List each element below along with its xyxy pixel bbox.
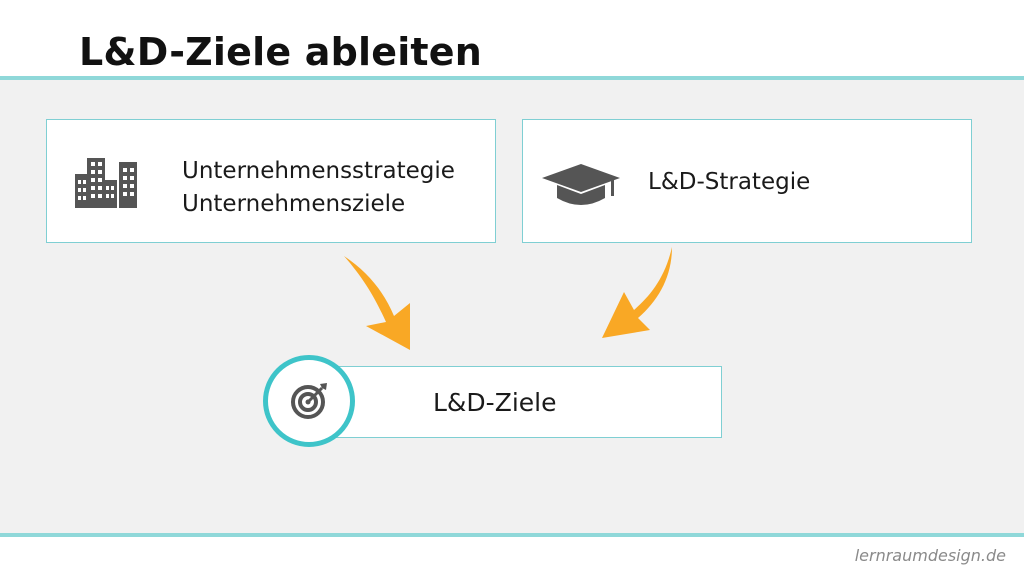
company-strategy-box: Unternehmensstrategie Unternehmensziele xyxy=(46,119,496,243)
ld-goals-label: L&D-Ziele xyxy=(433,388,557,417)
company-strategy-text: Unternehmensstrategie Unternehmensziele xyxy=(182,155,455,221)
ld-goals-box: L&D-Ziele xyxy=(318,366,722,438)
company-goals-label: Unternehmensziele xyxy=(182,191,406,217)
target-badge xyxy=(263,355,355,447)
footer-brand: lernraumdesign.de xyxy=(854,546,1006,565)
ld-strategy-label: L&D-Strategie xyxy=(648,169,811,195)
company-strategy-label: Unternehmensstrategie xyxy=(182,158,455,184)
top-divider xyxy=(0,76,1024,80)
target-icon xyxy=(291,383,327,419)
buildings-icon xyxy=(75,158,139,213)
arrow-left xyxy=(344,256,410,350)
arrow-right xyxy=(602,247,672,338)
ld-strategy-box: L&D-Strategie xyxy=(522,119,972,243)
page-title: L&D-Ziele ableiten xyxy=(79,30,483,74)
bottom-divider xyxy=(0,533,1024,537)
graduation-cap-icon xyxy=(542,164,620,211)
